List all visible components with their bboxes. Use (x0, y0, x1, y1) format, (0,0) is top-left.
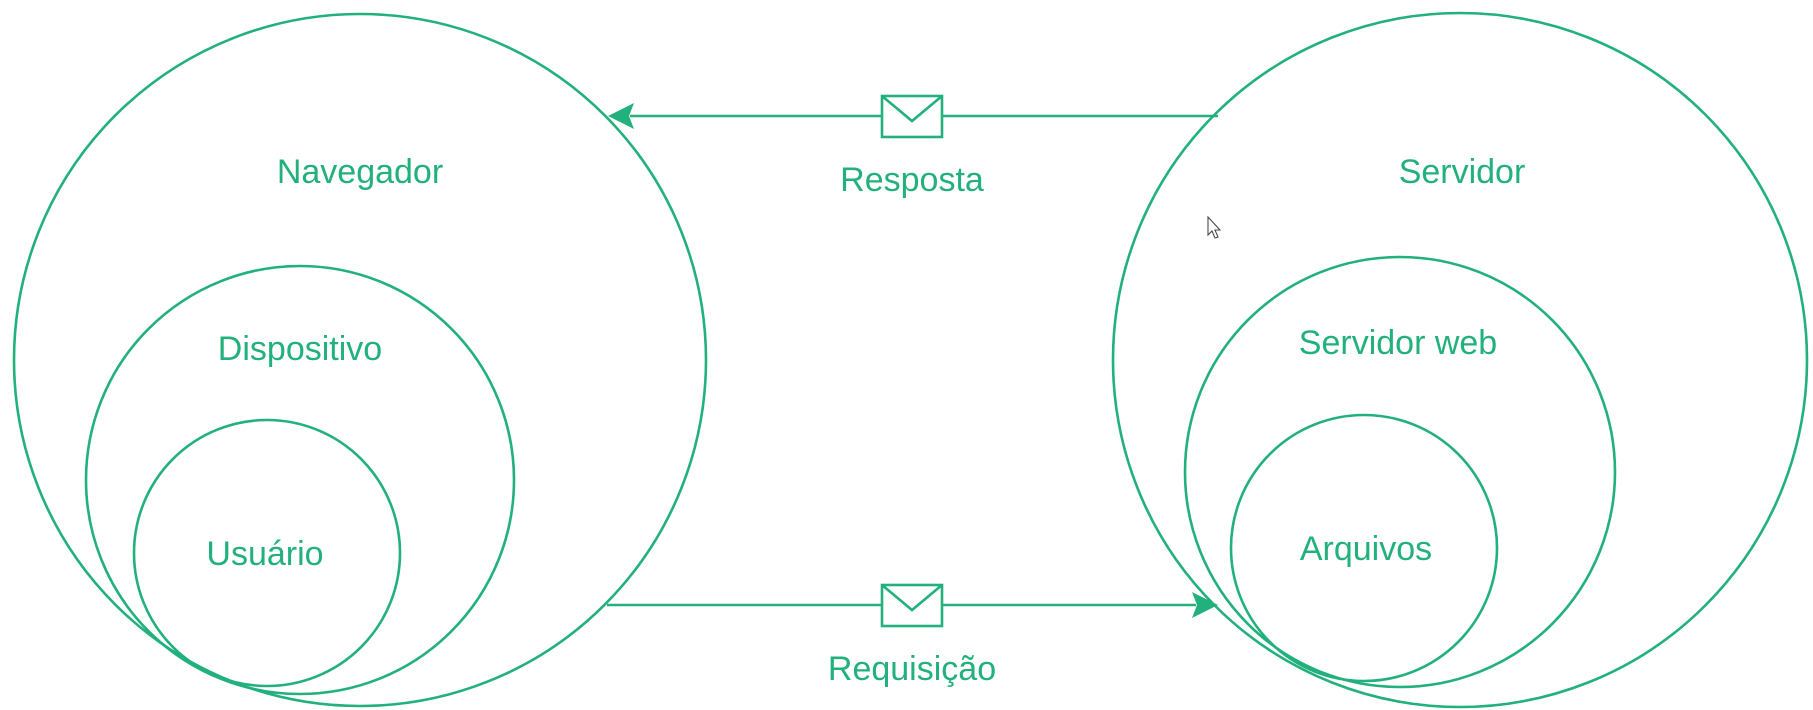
browser-label: Navegador (277, 153, 443, 191)
server-circle (1111, 11, 1809, 709)
request-arrowhead (1192, 592, 1218, 618)
files-circle (1229, 413, 1499, 683)
response-arrowhead (608, 103, 634, 129)
server-group: Servidor Servidor web Arquivos (1111, 11, 1809, 709)
device-label: Dispositivo (218, 330, 382, 368)
request-envelope-icon (880, 583, 944, 628)
mouse-cursor-icon (1207, 215, 1222, 239)
user-circle (132, 418, 402, 688)
user-label: Usuário (206, 535, 323, 573)
response-label: Resposta (840, 161, 984, 199)
server-label: Servidor (1399, 153, 1526, 191)
browser-circle (12, 12, 708, 708)
request-label: Requisição (828, 650, 996, 688)
client-group: Navegador Dispositivo Usuário (12, 12, 708, 708)
device-circle (84, 264, 516, 696)
response-flow: Resposta (608, 94, 1218, 199)
web-server-label: Servidor web (1299, 324, 1497, 362)
response-envelope-icon (880, 94, 944, 139)
request-flow: Requisição (607, 583, 1218, 688)
files-label: Arquivos (1300, 530, 1432, 568)
web-server-circle (1183, 255, 1617, 689)
